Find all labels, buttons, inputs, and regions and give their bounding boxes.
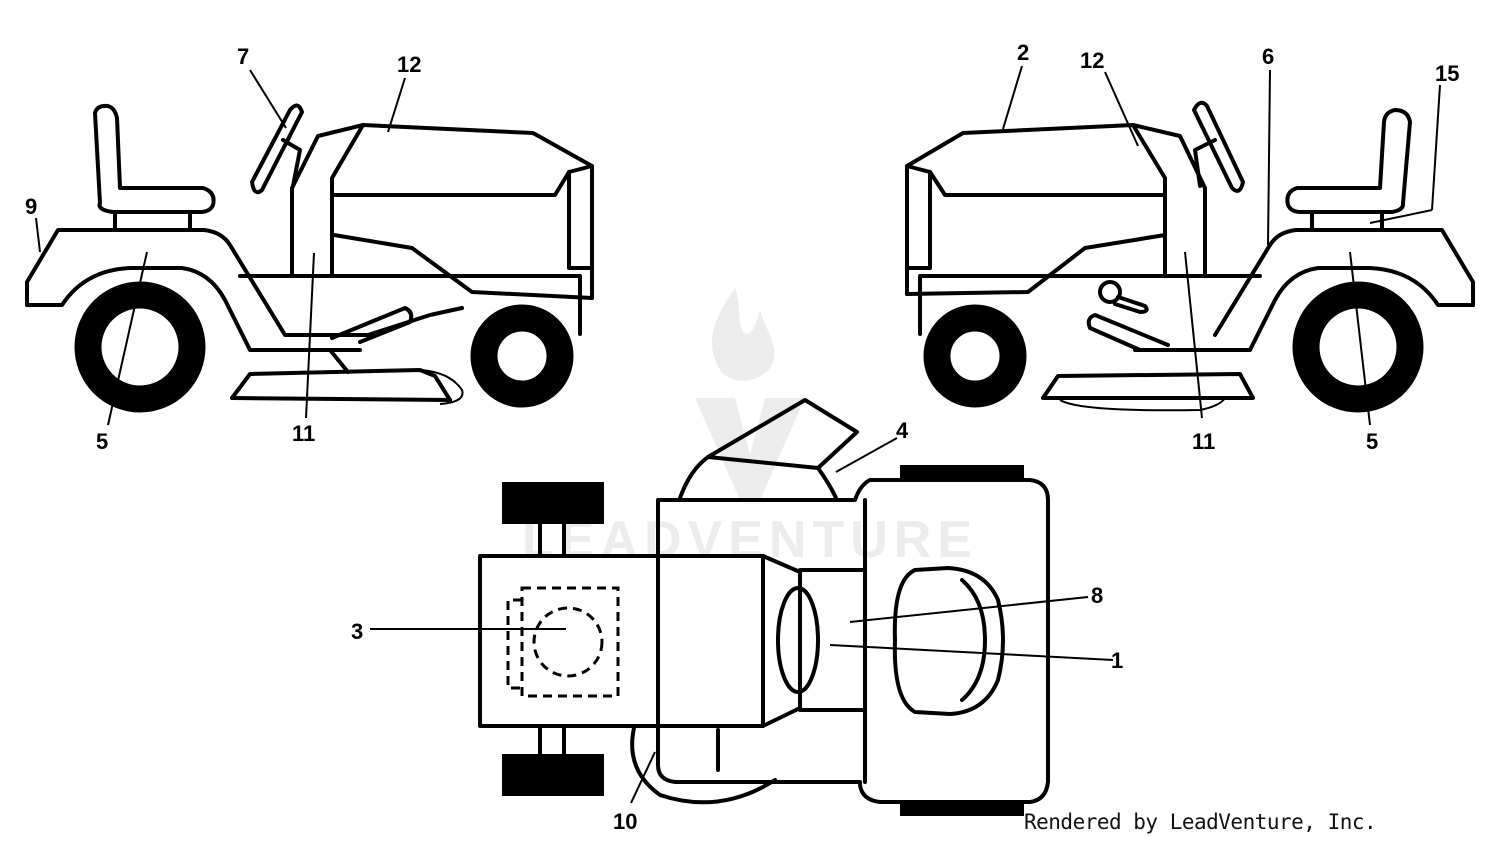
callout-12-left: 12 bbox=[397, 52, 421, 77]
left-side-view bbox=[25, 103, 594, 413]
callout-12-right: 12 bbox=[1080, 48, 1104, 73]
callout-15-right: 15 bbox=[1435, 61, 1459, 86]
callout-11-left: 11 bbox=[292, 421, 315, 446]
callout-8-top: 8 bbox=[1091, 583, 1103, 608]
right-view-leaders bbox=[1002, 65, 1441, 426]
top-view-leaders bbox=[370, 437, 1114, 804]
top-view-callouts: 4 8 3 1 10 bbox=[351, 418, 1123, 834]
callout-7-left: 7 bbox=[237, 44, 249, 69]
callout-3-top: 3 bbox=[351, 619, 363, 644]
left-view-callouts: 7 12 9 5 11 bbox=[25, 44, 421, 454]
callout-5-right: 5 bbox=[1366, 429, 1378, 454]
callout-9-left: 9 bbox=[25, 194, 37, 219]
left-view-leaders bbox=[35, 69, 406, 426]
render-credit: Rendered by LeadVenture, Inc. bbox=[1024, 810, 1377, 834]
callout-2-right: 2 bbox=[1017, 40, 1029, 65]
callout-10-top: 10 bbox=[613, 809, 637, 834]
callout-4-top: 4 bbox=[896, 418, 909, 443]
callout-6-right: 6 bbox=[1262, 44, 1274, 69]
callout-11-right: 11 bbox=[1192, 429, 1215, 454]
top-view bbox=[478, 398, 1050, 816]
callout-5-left: 5 bbox=[96, 429, 108, 454]
leadventure-watermark: LEADVENTURE bbox=[522, 288, 972, 569]
callout-1-top: 1 bbox=[1111, 648, 1123, 673]
right-view-callouts: 2 12 6 15 11 5 bbox=[1017, 40, 1459, 454]
right-side-view bbox=[905, 100, 1475, 413]
